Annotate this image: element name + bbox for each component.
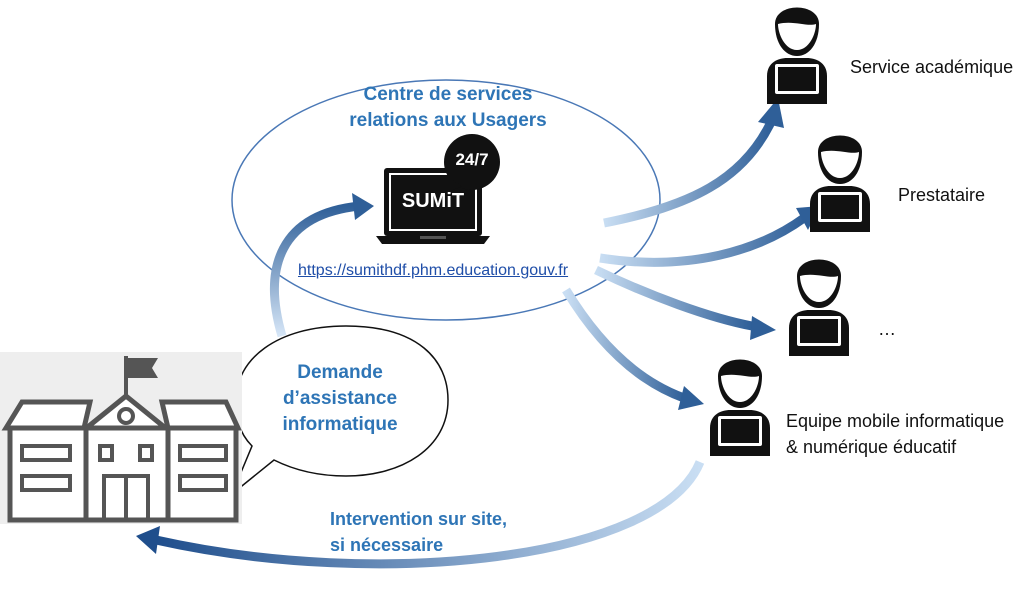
arrow-to-equipe-mobile xyxy=(562,287,686,403)
centre-title-line1: Centre de services xyxy=(363,84,533,105)
person-other-icon xyxy=(789,259,849,356)
label-service-academique: Service académique xyxy=(850,57,1014,77)
label-equipe-mobile: Equipe mobile informatique & numérique é… xyxy=(786,408,1004,460)
request-arrow xyxy=(270,201,361,338)
person-prestataire-icon xyxy=(810,135,870,232)
centre-title: Centre de services relations aux Usagers xyxy=(318,82,578,134)
24-7-badge-icon xyxy=(440,134,500,196)
label-others: … xyxy=(878,319,896,339)
availability-badge: 24/7 xyxy=(455,150,489,169)
intervention-line2: si nécessaire xyxy=(330,535,444,555)
arrow-to-others xyxy=(594,265,753,331)
arrow-to-prestataire xyxy=(599,214,807,267)
request-line2: d’assistance xyxy=(282,388,398,409)
arrow-to-service-academique xyxy=(603,118,777,228)
school-building-icon xyxy=(0,352,242,524)
label-prestataire: Prestataire xyxy=(898,185,986,205)
arrowhead-equipe-mobile xyxy=(678,386,704,410)
sumit-url-link[interactable]: https://sumithdf.phm.education.gouv.fr xyxy=(298,262,569,279)
request-text: Demande d’assistance informatique xyxy=(250,360,430,438)
arrowhead-service-academique xyxy=(758,98,784,128)
label-equipe-mobile-line1: Equipe mobile informatique xyxy=(786,411,1005,431)
request-arrowhead xyxy=(352,193,374,220)
sumit-brand: SUMiT xyxy=(401,190,465,212)
centre-title-line2: relations aux Usagers xyxy=(349,110,547,131)
request-line1: Demande xyxy=(297,362,383,383)
intervention-arrowhead xyxy=(136,526,160,554)
label-equipe-mobile-line2: & numérique éducatif xyxy=(786,437,957,457)
intervention-line1: Intervention sur site, xyxy=(330,509,508,529)
intervention-text: Intervention sur site, si nécessaire xyxy=(330,506,507,558)
service-centre-ellipse xyxy=(231,79,661,321)
person-equipe-mobile-icon xyxy=(710,359,770,456)
request-line3: informatique xyxy=(282,414,398,435)
arrowhead-others xyxy=(750,316,776,340)
person-service-academique-icon xyxy=(767,7,827,104)
intervention-arrow xyxy=(155,460,705,569)
